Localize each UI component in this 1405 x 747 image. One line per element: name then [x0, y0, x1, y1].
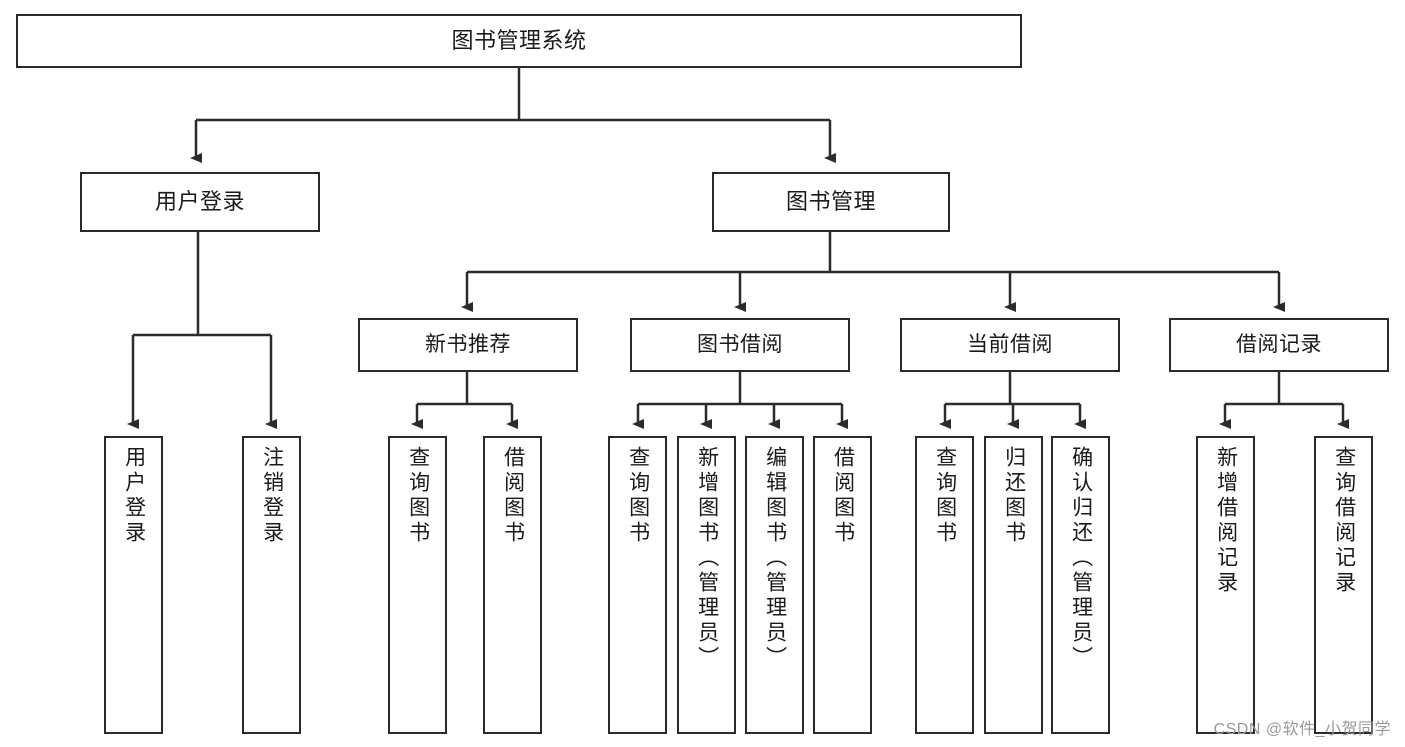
node-user-login[interactable]: 用户登录	[80, 172, 320, 232]
leaf-borrow-edit-book-label: 编辑图书（管理员）	[763, 446, 787, 671]
leaf-current-confirm-return-label: 确认归还（管理员）	[1069, 446, 1093, 671]
leaf-borrow-borrow-book[interactable]: 借阅图书	[813, 436, 872, 734]
node-current-borrow[interactable]: 当前借阅	[900, 318, 1120, 372]
leaf-record-add[interactable]: 新增借阅记录	[1196, 436, 1255, 734]
node-borrow-record-label: 借阅记录	[1236, 332, 1322, 356]
leaf-current-return-label: 归还图书	[1002, 446, 1026, 546]
leaf-user-login-logout-label: 注销登录	[260, 446, 284, 546]
leaf-current-query-label: 查询图书	[933, 446, 957, 546]
leaf-user-login-login-label: 用户登录	[122, 446, 146, 546]
leaf-borrow-query-label: 查询图书	[626, 446, 650, 546]
node-book-borrow[interactable]: 图书借阅	[630, 318, 850, 372]
node-book-borrow-label: 图书借阅	[697, 332, 783, 356]
leaf-borrow-add-book[interactable]: 新增图书（管理员）	[677, 436, 736, 734]
leaf-borrow-add-book-label: 新增图书（管理员）	[695, 446, 719, 671]
leaf-borrow-borrow-book-label: 借阅图书	[831, 446, 855, 546]
leaf-user-login-logout[interactable]: 注销登录	[242, 436, 301, 734]
node-borrow-record[interactable]: 借阅记录	[1169, 318, 1389, 372]
node-root[interactable]: 图书管理系统	[16, 14, 1022, 68]
leaf-user-login-login[interactable]: 用户登录	[104, 436, 163, 734]
leaf-record-query-label: 查询借阅记录	[1332, 446, 1356, 596]
leaf-new-book-query-label: 查询图书	[406, 446, 430, 546]
leaf-current-return[interactable]: 归还图书	[984, 436, 1043, 734]
node-new-book-recommend-label: 新书推荐	[425, 332, 511, 356]
node-new-book-recommend[interactable]: 新书推荐	[358, 318, 578, 372]
leaf-new-book-borrow-label: 借阅图书	[501, 446, 525, 546]
node-root-label: 图书管理系统	[451, 28, 587, 54]
leaf-new-book-borrow[interactable]: 借阅图书	[483, 436, 542, 734]
node-user-login-label: 用户登录	[154, 189, 245, 215]
node-book-management[interactable]: 图书管理	[712, 172, 950, 232]
leaf-record-query[interactable]: 查询借阅记录	[1314, 436, 1373, 734]
node-book-management-label: 图书管理	[785, 189, 876, 215]
leaf-current-confirm-return[interactable]: 确认归还（管理员）	[1051, 436, 1110, 734]
leaf-borrow-edit-book[interactable]: 编辑图书（管理员）	[745, 436, 804, 734]
leaf-current-query[interactable]: 查询图书	[915, 436, 974, 734]
leaf-record-add-label: 新增借阅记录	[1214, 446, 1238, 596]
leaf-new-book-query[interactable]: 查询图书	[388, 436, 447, 734]
node-current-borrow-label: 当前借阅	[967, 332, 1053, 356]
watermark: CSDN @软件_小贺同学	[1213, 721, 1391, 738]
leaf-borrow-query[interactable]: 查询图书	[608, 436, 667, 734]
